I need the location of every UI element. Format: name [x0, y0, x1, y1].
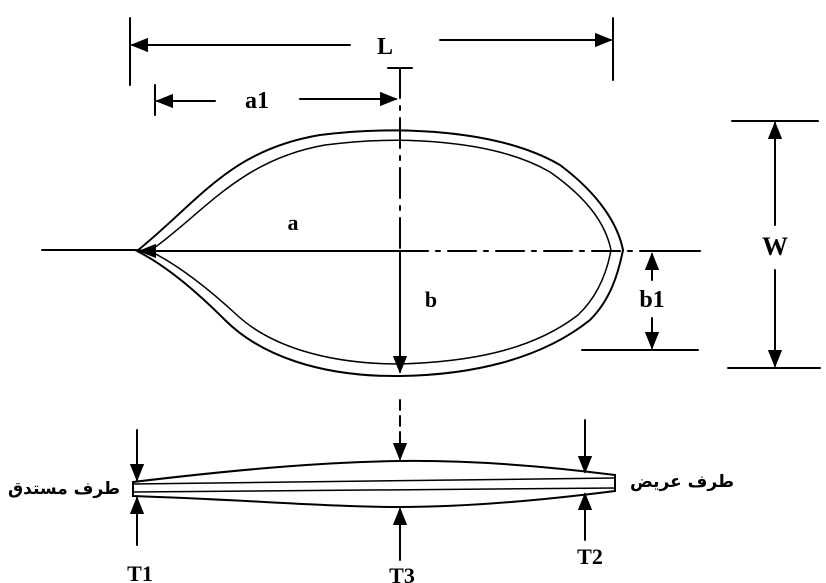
label-a: a	[288, 210, 299, 235]
leaf-outline	[135, 129, 625, 378]
label-b: b	[425, 287, 437, 312]
side-view-inner-bottom	[132, 487, 616, 493]
b1-dimension: b1	[581, 252, 699, 351]
label-L: L	[377, 34, 393, 60]
label-a1: a1	[245, 88, 269, 114]
vertical-axis	[387, 67, 413, 374]
leaf-outer-edge	[135, 129, 625, 378]
label-T1: T1	[127, 561, 153, 583]
side-view-outline	[132, 459, 616, 509]
label-W: W	[762, 232, 788, 261]
label-pointed-end: طرف مستدق	[8, 479, 120, 499]
a1-dimension: a1	[154, 84, 398, 116]
side-view-inner-top	[132, 477, 616, 485]
label-wide-end: طرف عريض	[630, 472, 734, 492]
length-dimension: L	[129, 17, 614, 86]
label-T3: T3	[389, 563, 415, 583]
width-dimension: W	[727, 120, 821, 369]
horizontal-axis	[41, 243, 701, 259]
label-b1: b1	[639, 287, 664, 313]
label-T2: T2	[577, 544, 603, 569]
side-view: T1 T3 T2 طرف مستدق طرف عريض	[8, 399, 734, 583]
leaf-inner-edge	[148, 139, 612, 365]
